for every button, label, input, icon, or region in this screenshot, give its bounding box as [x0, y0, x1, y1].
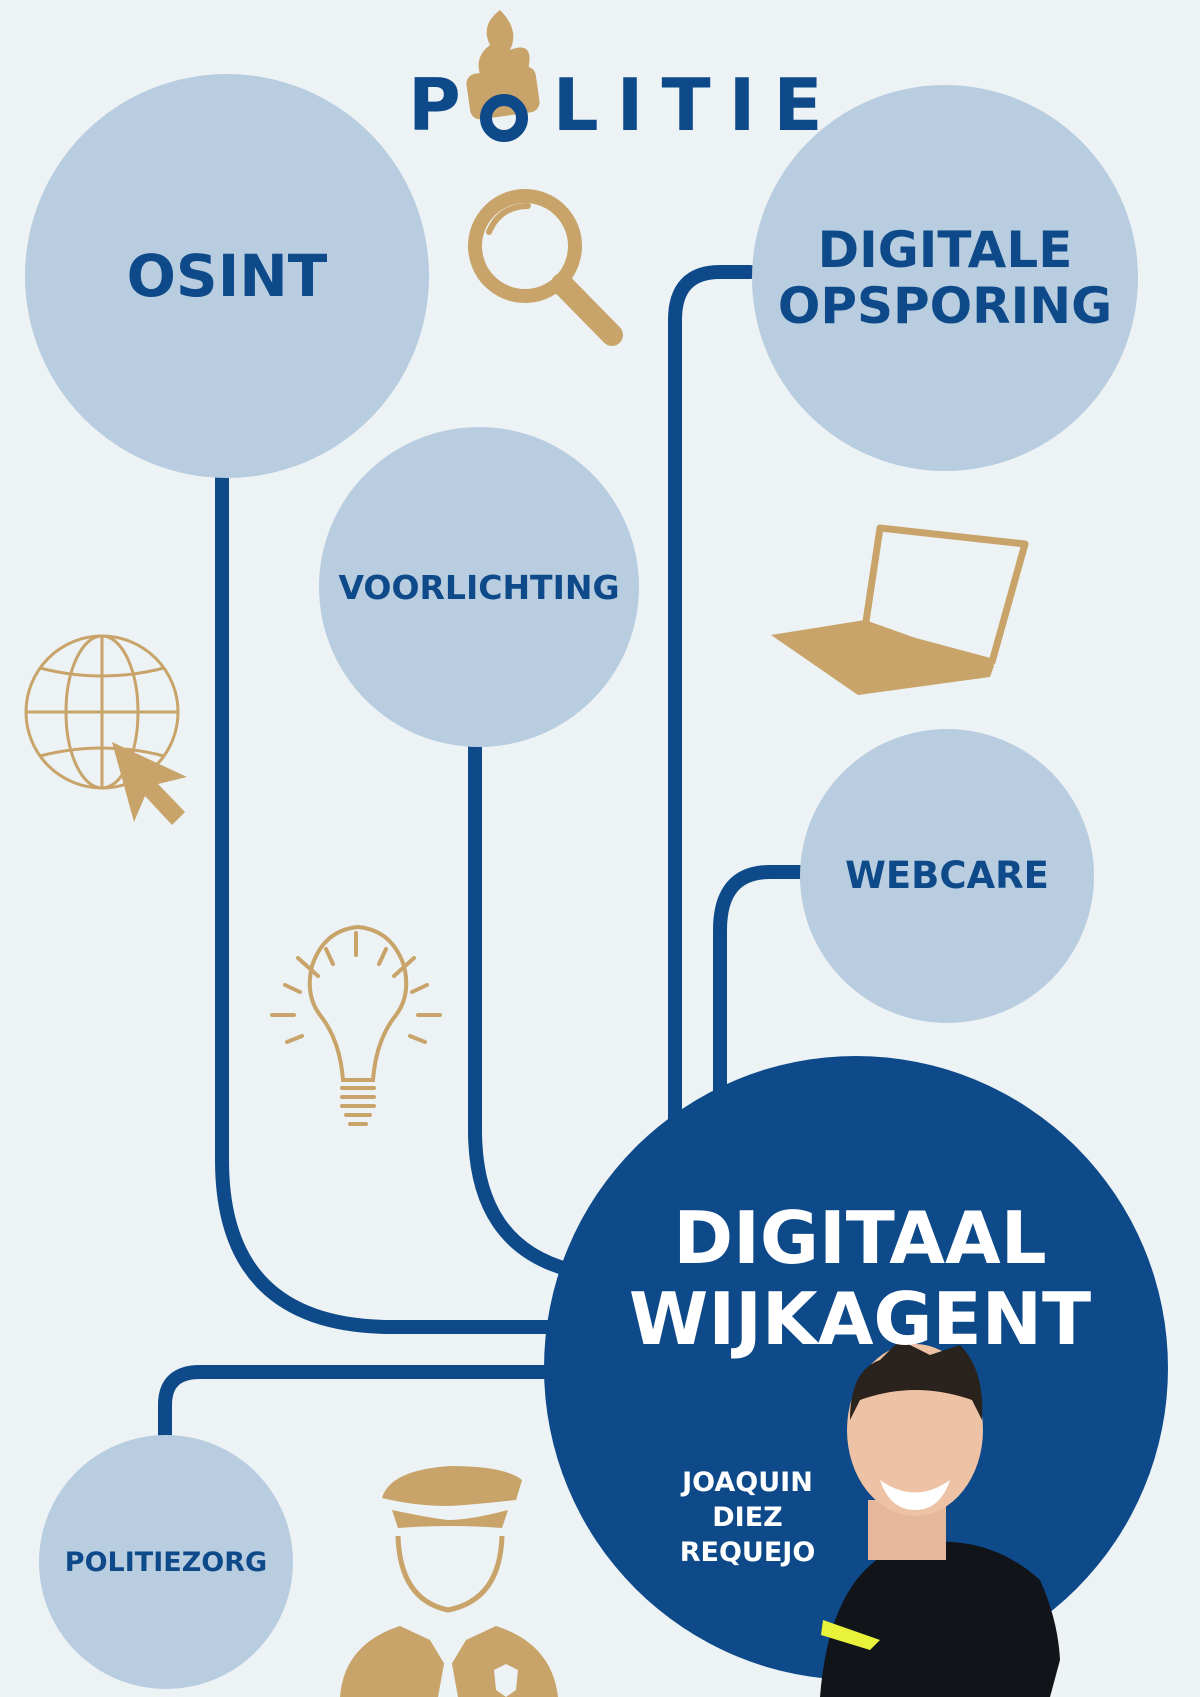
osint-bubble	[25, 74, 429, 478]
connector-digitale-opsporing	[668, 265, 757, 1137]
portrait	[820, 1340, 1060, 1697]
logo-text-left: P	[408, 63, 479, 147]
person-line3: REQUEJO	[679, 1537, 816, 1569]
lightbulb-icon	[270, 924, 442, 1126]
police-badge-icon	[494, 1664, 518, 1697]
digitaal-wijkagent-title: DIGITAAL WIJKAGENT	[600, 1198, 1120, 1359]
globe-cursor-icon	[24, 634, 180, 790]
cursor-icon	[112, 742, 187, 825]
connector-osint	[215, 463, 587, 1334]
connector-webcare	[713, 865, 807, 1137]
person-name: JOAQUIN DIEZ REQUEJO	[660, 1465, 835, 1570]
voorlichting-label: VOORLICHTING	[338, 567, 620, 607]
magnifier-icon	[468, 189, 623, 346]
laptop-icon	[771, 524, 1029, 695]
person-line2: DIEZ	[712, 1502, 783, 1534]
digitale-opsporing-bubble	[752, 85, 1138, 471]
politie-logo: P LITIE	[408, 50, 828, 160]
connector-voorlichting	[468, 738, 577, 1277]
digitale-opsporing-label: DIGITALE OPSPORING	[760, 208, 1130, 348]
person-line1: JOAQUIN	[682, 1467, 813, 1498]
connector-politiezorg	[158, 1365, 587, 1447]
digitale-opsporing-line2: OPSPORING	[777, 277, 1113, 335]
logo-text-right: LITIE	[552, 63, 841, 147]
police-officer-icon	[340, 1466, 558, 1697]
politie-emblem	[466, 10, 540, 142]
digitale-opsporing-line1: DIGITALE	[817, 221, 1073, 279]
digitaal-wijkagent-circle	[544, 1056, 1168, 1680]
osint-label: OSINT	[126, 241, 328, 310]
webcare-bubble	[800, 729, 1094, 1023]
politiezorg-bubble	[39, 1435, 293, 1689]
title-line1: DIGITAAL	[673, 1196, 1047, 1280]
title-line2: WIJKAGENT	[628, 1276, 1092, 1361]
voorlichting-bubble	[319, 427, 639, 747]
politiezorg-label: POLITIEZORG	[64, 1546, 268, 1578]
webcare-label: WEBCARE	[845, 854, 1049, 898]
